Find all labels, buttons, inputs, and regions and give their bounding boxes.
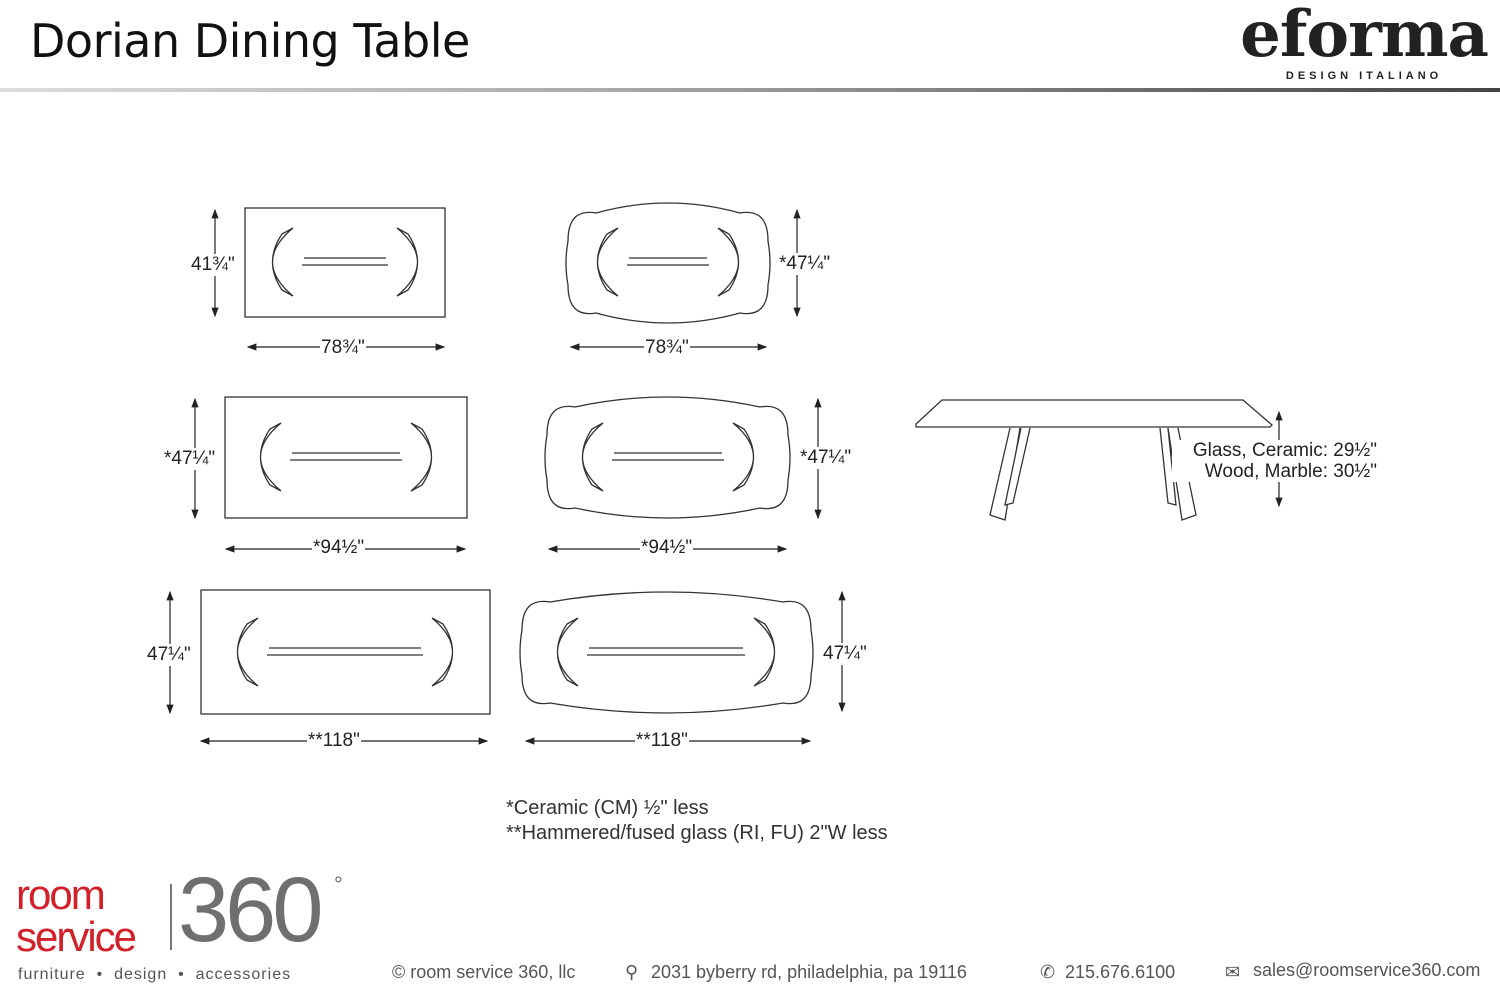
table-base	[596, 227, 740, 297]
base-beam	[267, 647, 423, 656]
row2-oval-length: *94½"	[640, 537, 694, 559]
row2-oval-depth: *47¼"	[799, 447, 853, 469]
envelope-icon: ✉	[1225, 962, 1241, 982]
phone: 215.676.6100	[1065, 962, 1176, 982]
rectangular-top	[224, 396, 468, 519]
row1-rect-depth: 41¾"	[190, 254, 236, 276]
email[interactable]: sales@roomservice360.com	[1253, 960, 1481, 980]
base-bracket	[396, 227, 419, 297]
table-base	[259, 422, 433, 492]
base-bracket	[236, 617, 259, 687]
brand-tagline: DESIGN ITALIANO	[1285, 70, 1443, 82]
page-title: Dorian Dining Table	[30, 14, 470, 68]
map-pin-icon: ⚲	[625, 962, 639, 982]
row3-rect-length: **118"	[307, 730, 361, 752]
table-base	[556, 617, 776, 687]
room-service-360-logo: room service	[16, 871, 137, 960]
logo-tagline: furniture • design • accessories	[18, 966, 292, 983]
base-beam	[587, 647, 745, 656]
row3-rect-depth: 47¼"	[146, 644, 192, 666]
logo-number: 360	[178, 859, 323, 961]
row2-rect-depth: *47¼"	[163, 448, 217, 470]
rectangular-top	[244, 207, 446, 318]
row2-rect-length: *94½"	[312, 537, 366, 559]
base-bracket	[410, 422, 433, 492]
base-beam	[627, 257, 709, 266]
row1-oval-depth: *47¼"	[778, 253, 832, 275]
base-bracket	[753, 617, 776, 687]
base-bracket	[271, 227, 294, 297]
table-base	[236, 617, 454, 687]
row1-rect-length: 78¾"	[320, 337, 366, 359]
logo-word-service: service	[16, 913, 137, 960]
table-base	[271, 227, 419, 297]
base-bracket	[717, 227, 740, 297]
height-glass-ceramic: Glass, Ceramic: 29½"	[1192, 440, 1377, 461]
row3-oval-depth: 47¼"	[822, 643, 868, 665]
base-beam	[612, 452, 724, 461]
copyright: © room service 360, llc	[392, 962, 576, 982]
base-bracket	[431, 617, 454, 687]
base-bracket	[556, 617, 579, 687]
base-bracket	[259, 422, 282, 492]
logo-word-room: room	[16, 871, 106, 918]
header-divider	[0, 88, 1500, 92]
boat-shaped-top	[565, 202, 771, 324]
base-beam	[302, 257, 388, 266]
base-bracket	[732, 422, 755, 492]
height-wood-marble: Wood, Marble: 30½"	[1204, 461, 1377, 482]
footnote-glass: **Hammered/fused glass (RI, FU) 2"W less	[506, 822, 888, 844]
height-label: Glass, Ceramic: 29½" Wood, Marble: 30½"	[1172, 440, 1378, 482]
side-view-drawing	[915, 399, 1273, 521]
row3-oval-length: **118"	[635, 730, 689, 752]
footnote-ceramic: *Ceramic (CM) ½" less	[506, 797, 709, 819]
base-bracket	[581, 422, 604, 492]
rectangular-top	[200, 589, 491, 715]
eforma-logo: eforma DESIGN ITALIANO	[1240, 0, 1489, 83]
table-base	[581, 422, 755, 492]
row1-oval-length: 78¾"	[644, 337, 690, 359]
footnotes: *Ceramic (CM) ½" less **Hammered/fused g…	[506, 796, 888, 846]
boat-shaped-top	[544, 396, 791, 519]
base-beam	[290, 452, 402, 461]
logo-divider	[170, 884, 172, 950]
base-bracket	[596, 227, 619, 297]
brand-name: eforma	[1240, 0, 1489, 72]
address: 2031 byberry rd, philadelphia, pa 19116	[651, 962, 967, 982]
phone-icon: ✆	[1040, 962, 1056, 982]
logo-degree: °	[334, 872, 343, 897]
boat-shaped-top	[519, 591, 814, 714]
